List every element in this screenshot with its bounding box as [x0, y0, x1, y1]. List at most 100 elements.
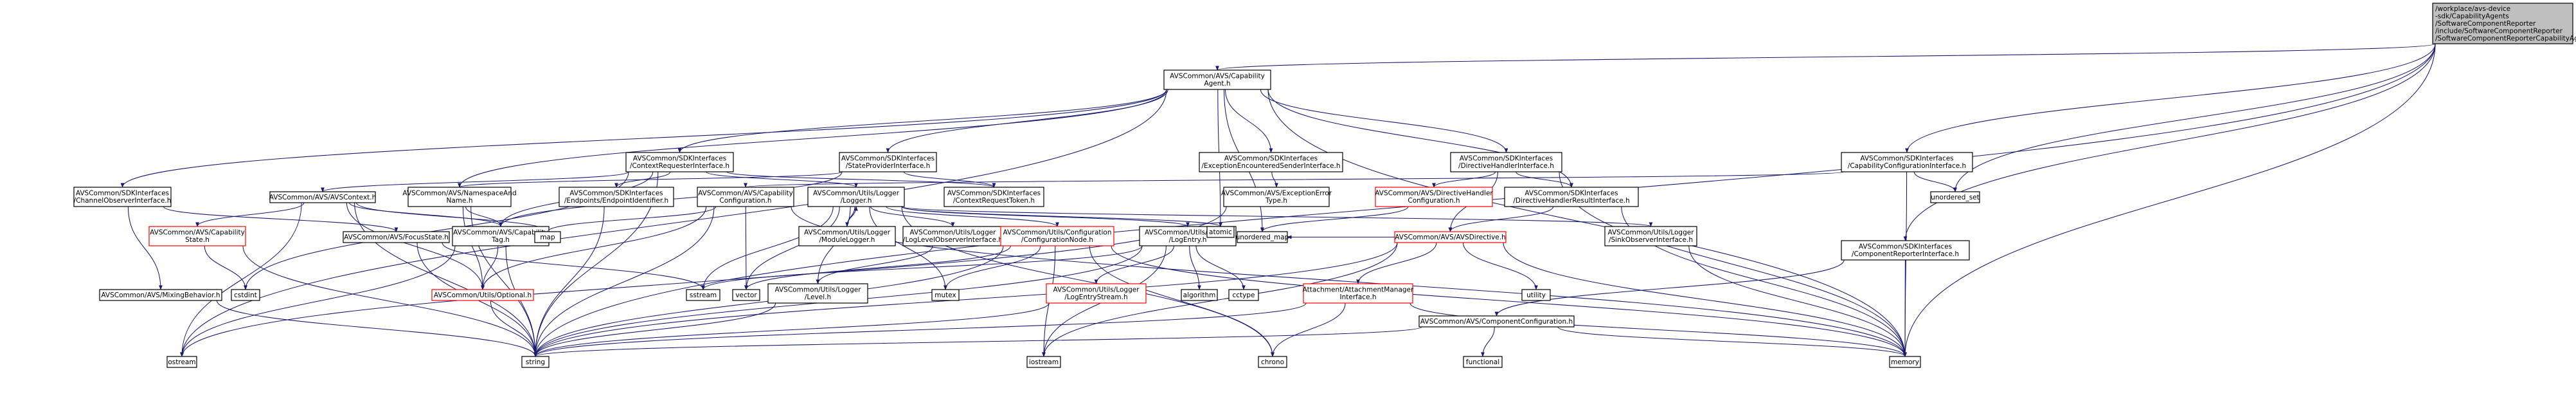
node-map[interactable]: map [534, 231, 561, 243]
node-logger[interactable]: AVSCommon/Utils/Logger/Logger.h [807, 187, 905, 207]
node-ctxreq[interactable]: AVSCommon/SDKInterfaces/ContextRequester… [625, 152, 734, 172]
edge-attmgr-to-chrono [1271, 302, 1346, 357]
edge-nsname-to-captag [465, 206, 503, 227]
node-logentry-label-line: /LogEntry.h [1169, 236, 1207, 244]
node-capconfigif[interactable]: AVSCommon/SDKInterfaces/CapabilityConfig… [1841, 152, 1973, 172]
node-avsdirective-label-line: AVSCommon/AVS/AVSDirective.h [1395, 234, 1505, 241]
node-modlogger[interactable]: AVSCommon/Utils/Logger/ModuleLogger.h [798, 226, 896, 246]
node-stateprov[interactable]: AVSCommon/SDKInterfaces/StateProviderInt… [839, 152, 937, 172]
node-avscontext-label-line: AVSCommon/AVS/AVSContext.h [269, 194, 377, 201]
node-focusstate-label-line: AVSCommon/AVS/FocusState.h [344, 234, 449, 241]
node-capagent[interactable]: AVSCommon/AVS/CapabilityAgent.h [1163, 69, 1271, 90]
node-chrono[interactable]: chrono [1258, 356, 1287, 368]
edge-capconfig-to-map [546, 206, 717, 232]
node-endpointid-box [559, 187, 674, 207]
node-sstream-label-line: sstream [690, 291, 717, 299]
edge-ctxreq-to-ctxreqtoken [726, 171, 996, 188]
node-avsdirective[interactable]: AVSCommon/AVS/AVSDirective.h [1394, 231, 1507, 243]
node-logobs[interactable]: AVSCommon/Utils/Logger/LogLevelObserverI… [902, 226, 1003, 246]
edge-compreporter-to-compconfig [1494, 259, 1845, 317]
edge-capagent-to-dirresult [1267, 89, 1573, 188]
edge-logger-to-sinkobs [901, 206, 1652, 227]
node-logentrystream[interactable]: AVSCommon/Utils/Logger/LogEntryStream.h [1046, 283, 1147, 304]
node-compreporter-label-line: AVSCommon/SDKInterfaces [1859, 243, 1952, 251]
node-vector[interactable]: vector [732, 289, 760, 301]
node-capconfig[interactable]: AVSCommon/AVS/CapabilityConfiguration.h [697, 187, 794, 207]
node-string-box [521, 356, 550, 368]
node-cctype[interactable]: cctype [1228, 289, 1259, 301]
edge-logobs-to-level [816, 245, 933, 284]
node-compconfig[interactable]: AVSCommon/AVS/ComponentConfiguration.h [1418, 315, 1575, 328]
edge-avsdirective-to-utility [1462, 242, 1538, 290]
node-sstream[interactable]: sstream [686, 289, 720, 301]
node-capstate-box [148, 226, 246, 246]
node-algorithm-box [1181, 289, 1218, 301]
edge-sinkobs-to-memory [1688, 245, 1907, 357]
node-excsender[interactable]: AVSCommon/SDKInterfaces/ExceptionEncount… [1199, 152, 1343, 172]
node-utility[interactable]: utility [1521, 289, 1551, 301]
edge-modlogger-to-logger [846, 206, 858, 227]
node-logger-label-line: /Logger.h [841, 197, 872, 205]
node-ctxreq-label-line: /ContextRequesterInterface.h [630, 162, 729, 170]
node-avscontext[interactable]: AVSCommon/AVS/AVSContext.h [269, 191, 377, 203]
node-atomic-label-line: atomic [1209, 228, 1232, 236]
node-confignode[interactable]: AVSCommon/Utils/Configuration/Configurat… [1000, 226, 1114, 246]
edge-captag-to-optional [481, 245, 499, 290]
edge-level-to-string [533, 302, 776, 357]
node-compreporter-box [1841, 240, 1970, 261]
edge-nsname-to-optional [462, 206, 485, 290]
node-optional[interactable]: AVSCommon/Utils/Optional.h [431, 289, 534, 301]
node-stateprov-box [839, 152, 937, 172]
node-dirresult[interactable]: AVSCommon/SDKInterfaces/DirectiveHandler… [1504, 187, 1639, 207]
node-compreporter[interactable]: AVSCommon/SDKInterfaces/ComponentReporte… [1841, 240, 1970, 261]
node-dirhandler[interactable]: AVSCommon/SDKInterfaces/DirectiveHandler… [1450, 152, 1562, 172]
node-iostream[interactable]: iostream [1026, 356, 1061, 368]
node-mixing-label-line: AVSCommon/AVS/MixingBehavior.h [101, 291, 220, 299]
node-mixing-box [99, 289, 222, 301]
node-cctype-label-line: cctype [1232, 291, 1255, 299]
edge-logger-to-confignode [886, 206, 1059, 227]
node-level-label-line: AVSCommon/Utils/Logger [774, 286, 861, 294]
node-functional[interactable]: functional [1463, 356, 1503, 368]
node-string[interactable]: string [521, 356, 550, 368]
node-atomic-box [1206, 226, 1235, 238]
node-endpointid[interactable]: AVSCommon/SDKInterfaces/Endpoints/Endpoi… [559, 187, 674, 207]
edge-mixing-to-string [216, 300, 537, 357]
node-atomic[interactable]: atomic [1206, 226, 1235, 238]
node-sinkobs[interactable]: AVSCommon/Utils/Logger/SinkObserverInter… [1604, 226, 1697, 246]
node-nsname-label-line: Name.h [447, 197, 473, 205]
node-iostream-box [1026, 356, 1061, 368]
node-ctxreqtoken[interactable]: AVSCommon/SDKInterfaces/ContextRequestTo… [944, 187, 1044, 207]
node-sinkobs-label-line: /SinkObserverInterface.h [1609, 236, 1693, 244]
node-focusstate[interactable]: AVSCommon/AVS/FocusState.h [343, 231, 450, 243]
node-memory-label-line: memory [1891, 358, 1919, 366]
node-mutex[interactable]: mutex [931, 289, 960, 301]
edge-confignode-to-vector [744, 245, 1011, 290]
node-level-box [767, 283, 868, 304]
node-optional-label-line: AVSCommon/Utils/Optional.h [434, 291, 532, 299]
node-chanobs[interactable]: AVSCommon/SDKInterfaces/ChannelObserverI… [73, 187, 172, 207]
node-cstdint[interactable]: cstdint [231, 289, 260, 301]
node-attmgr-label-line: Attachment/AttachmentManager [1303, 286, 1414, 294]
node-nsname-label-line: AVSCommon/AVS/NamespaceAnd [402, 190, 516, 198]
edge-logger-to-atomic [901, 206, 1222, 227]
edge-logger-to-vector [744, 206, 840, 290]
node-sstream-box [686, 289, 720, 301]
node-memory[interactable]: memory [1889, 356, 1921, 368]
edge-capconfig-to-optional [481, 206, 707, 290]
node-cstdint-label-line: cstdint [234, 291, 257, 299]
node-dirhandlerconf[interactable]: AVSCommon/AVS/DirectiveHandlerConfigurat… [1375, 187, 1493, 207]
node-unordered_set[interactable]: unordered_set [1930, 191, 1980, 203]
edge-compconfig-to-memory [1557, 326, 1907, 357]
node-level[interactable]: AVSCommon/Utils/Logger/Level.h [767, 283, 868, 304]
node-unordered_set-label-line: unordered_set [1931, 194, 1980, 201]
node-unordered_map[interactable]: unordered_map [1236, 231, 1289, 243]
node-mixing[interactable]: AVSCommon/AVS/MixingBehavior.h [99, 289, 222, 301]
node-ostream[interactable]: ostream [166, 356, 197, 368]
node-algorithm[interactable]: algorithm [1181, 289, 1218, 301]
node-root-label-line: /SoftwareComponentReporterCapabilityAgen… [2435, 35, 2576, 42]
